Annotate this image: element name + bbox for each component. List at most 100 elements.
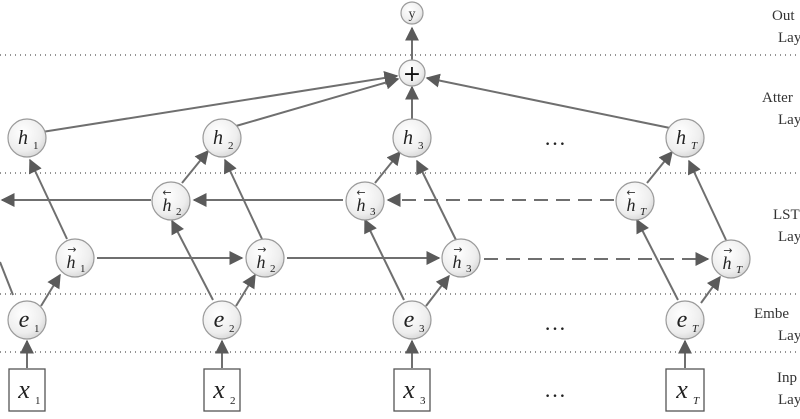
svg-text:←: ← xyxy=(162,186,171,199)
backward-node-2: ← h 2 xyxy=(151,181,191,221)
attention-node-2: h 2 xyxy=(202,118,242,158)
attention-node-3: h 3 xyxy=(392,118,432,158)
forward-lstm-nodes: → h 1 → h 2 → h 3 → h T xyxy=(55,238,751,279)
svg-text:x: x xyxy=(402,375,415,404)
ellipses: … … … xyxy=(544,125,568,402)
label-input-line2: Lay xyxy=(778,392,800,408)
forward-node-T: → h T xyxy=(711,239,751,279)
embedding-node-T: e T xyxy=(665,300,705,340)
sum-symbol: + xyxy=(403,62,421,87)
svg-text:3: 3 xyxy=(419,323,425,335)
edge-fh2-ah2 xyxy=(224,158,263,240)
edge-e2-bh2 xyxy=(171,219,214,301)
connections xyxy=(0,26,727,368)
layer-labels: Out Lay Atter Lay LST Lay Embe Lay Inp L… xyxy=(754,8,800,408)
svg-text:2: 2 xyxy=(270,263,276,275)
svg-text:←: ← xyxy=(626,186,635,199)
svg-text:3: 3 xyxy=(420,395,426,407)
svg-text:3: 3 xyxy=(466,263,472,275)
svg-text:h: h xyxy=(723,253,732,273)
embedding-node-2: e 2 xyxy=(202,300,242,340)
svg-text:x: x xyxy=(17,375,30,404)
edge-fhT-ahT xyxy=(688,159,727,241)
edge-e2-fh2 xyxy=(235,273,256,307)
svg-text:3: 3 xyxy=(418,140,424,152)
svg-text:T: T xyxy=(691,140,698,152)
edge-e3-bh3 xyxy=(364,218,405,301)
edge-ah1-sum xyxy=(41,71,399,133)
edge-eT-bhT xyxy=(636,218,679,301)
svg-text:1: 1 xyxy=(33,140,39,152)
input-box-3: x 3 xyxy=(393,368,431,412)
attention-nodes: h 1 h 2 h 3 h T xyxy=(7,118,705,158)
svg-text:2: 2 xyxy=(176,206,182,218)
svg-text:1: 1 xyxy=(80,263,86,275)
output-node-label: y xyxy=(409,7,416,22)
svg-text:e: e xyxy=(19,307,30,333)
edge-fh3-ah3 xyxy=(416,159,457,241)
embedding-node-1: e 1 xyxy=(7,300,47,340)
svg-text:e: e xyxy=(214,307,225,333)
edge-eT-fhT xyxy=(700,275,721,304)
output-node: y xyxy=(400,1,424,25)
edge-bh3-ah3 xyxy=(374,150,401,184)
svg-text:h: h xyxy=(403,127,413,149)
forward-node-3: → h 3 xyxy=(441,238,481,278)
ellipsis-input: … xyxy=(544,377,568,402)
svg-text:x: x xyxy=(212,375,225,404)
label-embedding-line2: Lay xyxy=(778,328,800,344)
svg-text:h: h xyxy=(257,252,266,272)
svg-text:→: → xyxy=(453,243,462,256)
label-output-line2: Lay xyxy=(778,30,800,46)
ellipsis-embedding: … xyxy=(544,310,568,335)
label-output-line1: Out xyxy=(772,8,795,24)
svg-text:3: 3 xyxy=(370,206,376,218)
svg-text:h: h xyxy=(357,195,366,215)
edge-bh2-ah2 xyxy=(181,149,209,184)
input-box-1: x 1 xyxy=(8,368,46,412)
input-nodes: x 1 x 2 x 3 x T xyxy=(8,368,705,412)
svg-text:e: e xyxy=(677,307,688,333)
embedding-node-3: e 3 xyxy=(392,300,432,340)
svg-text:h: h xyxy=(676,127,686,149)
attention-node-1: h 1 xyxy=(7,118,47,158)
edge-bhT-ahT xyxy=(646,150,673,184)
svg-text:→: → xyxy=(723,244,732,257)
svg-text:T: T xyxy=(693,395,700,407)
svg-text:1: 1 xyxy=(34,323,40,335)
svg-text:h: h xyxy=(213,127,223,149)
svg-text:2: 2 xyxy=(229,323,235,335)
label-attention-line2: Lay xyxy=(778,112,800,128)
svg-text:h: h xyxy=(163,195,172,215)
backward-node-T: ← h T xyxy=(615,181,655,221)
svg-text:1: 1 xyxy=(35,395,41,407)
svg-text:T: T xyxy=(736,264,743,276)
label-input-line1: Inp xyxy=(777,370,797,386)
backward-lstm-nodes: ← h 2 ← h 3 ← h T xyxy=(151,181,655,221)
input-box-2: x 2 xyxy=(203,368,241,412)
svg-text:h: h xyxy=(627,195,636,215)
forward-node-1: → h 1 xyxy=(55,238,95,278)
svg-text:e: e xyxy=(404,307,415,333)
edge-e1-partial xyxy=(0,261,14,296)
svg-text:T: T xyxy=(692,323,699,335)
svg-text:→: → xyxy=(257,243,266,256)
edge-e3-fh3 xyxy=(425,274,450,307)
label-lstm-line1: LST xyxy=(773,207,800,223)
input-box-T: x T xyxy=(665,368,705,412)
svg-text:←: ← xyxy=(356,186,365,199)
label-embedding-line1: Embe xyxy=(754,306,789,322)
svg-text:→: → xyxy=(67,243,76,256)
edge-ah2-sum xyxy=(235,75,400,127)
edge-ahT-sum xyxy=(425,73,671,129)
svg-text:h: h xyxy=(453,252,462,272)
svg-text:h: h xyxy=(18,127,28,149)
label-lstm-line2: Lay xyxy=(778,229,800,245)
sum-node: + xyxy=(398,59,426,87)
edge-fh1-ah1 xyxy=(29,158,68,240)
svg-text:2: 2 xyxy=(230,395,236,407)
forward-node-2: → h 2 xyxy=(245,238,285,278)
svg-text:x: x xyxy=(675,375,688,404)
attention-node-T: h T xyxy=(665,118,705,158)
